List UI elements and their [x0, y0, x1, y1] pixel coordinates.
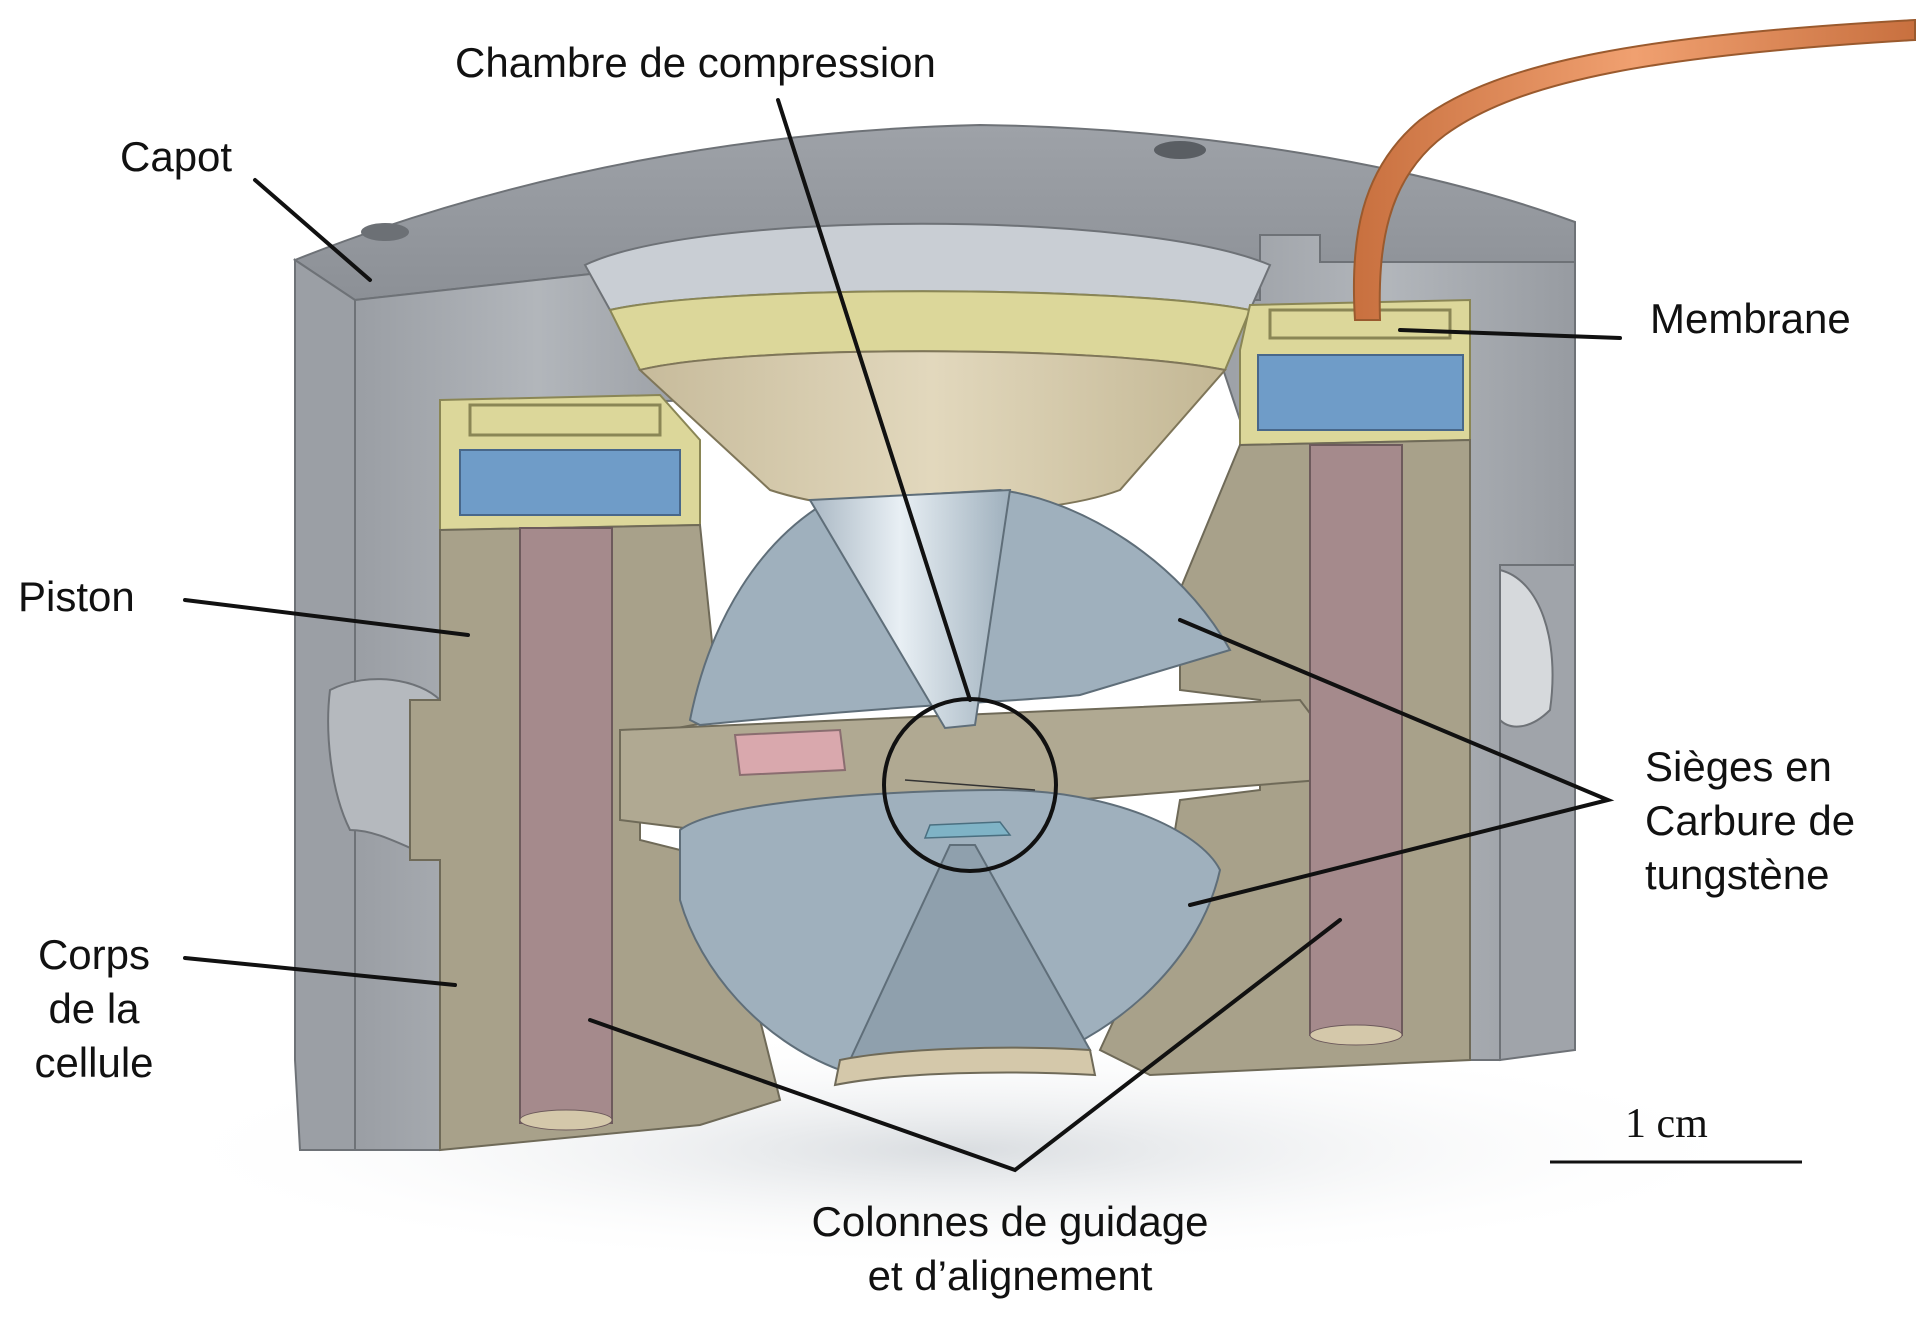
right-groove — [1499, 568, 1554, 728]
column-left-base — [519, 1109, 613, 1131]
label-colonnes-line-1: Colonnes de guidage — [811, 1198, 1209, 1245]
label-sieges-line-1: Sièges en — [1645, 743, 1832, 790]
label-corps-de-la-cellule: Corps de la cellule — [14, 928, 174, 1089]
membrane-right — [1239, 298, 1471, 447]
label-corps-line-1: Corps — [37, 931, 151, 978]
label-capot: Capot — [120, 133, 233, 180]
housing — [292, 123, 1576, 1151]
label-colonnes-guidage: Colonnes de guidage et d’alignement — [760, 1195, 1260, 1303]
upper-funnel — [583, 222, 1272, 514]
leader-membrane — [1398, 328, 1622, 340]
label-chambre-de-compression: Chambre de compression — [455, 39, 936, 86]
label-sieges-carbure: Sièges en Carbure de tungstène — [1645, 740, 1855, 901]
top-hole-right — [1154, 141, 1206, 159]
label-sieges-line-2: Carbure de — [1645, 796, 1856, 844]
pink-insert — [733, 728, 847, 777]
column-left — [519, 527, 613, 1124]
leader-lines — [183, 98, 1622, 1173]
top-hole-left — [361, 223, 409, 241]
leader-sieges — [1178, 618, 1615, 907]
leader-capot — [253, 178, 372, 282]
capot-left-wall — [294, 258, 356, 1151]
beige-cone — [637, 350, 1227, 514]
scale-bar-label: 1 cm — [1625, 1101, 1708, 1147]
leader-chambre — [776, 98, 972, 702]
label-corps-line-3: cellule — [34, 1038, 154, 1086]
membrane-left — [439, 393, 701, 532]
label-membrane: Membrane — [1650, 295, 1851, 342]
chamber-lines — [904, 779, 1036, 791]
label-colonnes-line-2: et d’alignement — [867, 1251, 1153, 1299]
leader-piston — [183, 598, 470, 637]
label-piston: Piston — [18, 573, 135, 620]
gasket — [923, 821, 1012, 839]
carbide-seats — [679, 488, 1232, 1087]
bottom-ring — [833, 1046, 1097, 1087]
pressure-tube — [1352, 18, 1916, 321]
column-right-base — [1309, 1024, 1403, 1046]
label-corps-line-2: de la — [48, 984, 140, 1032]
column-right — [1309, 444, 1403, 1036]
label-sieges-line-3: tungstène — [1645, 850, 1830, 898]
leader-colonnes — [588, 918, 1342, 1173]
leader-corps — [183, 956, 457, 987]
